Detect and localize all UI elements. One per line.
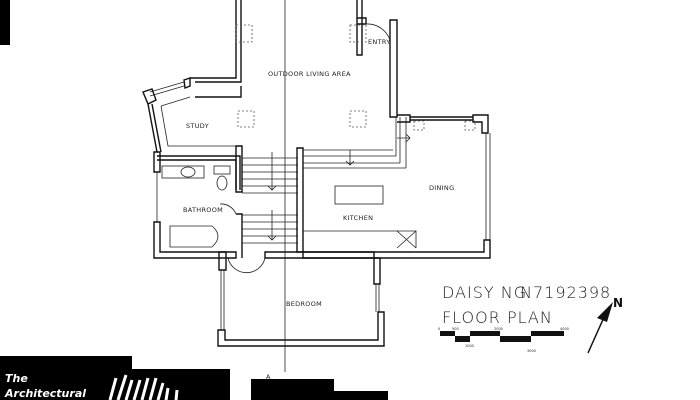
drawing-title: FLOOR PLAN bbox=[442, 308, 553, 327]
corner-bar bbox=[0, 0, 10, 45]
watermark-line1: The bbox=[5, 372, 28, 385]
student-id: N7192398 bbox=[520, 283, 611, 302]
room-label-bathroom: BATHROOM bbox=[183, 206, 223, 214]
scale-segment bbox=[440, 331, 455, 336]
scale-label: 0 bbox=[438, 327, 440, 331]
north-label: N bbox=[613, 296, 623, 310]
room-label-outdoor: OUTDOOR LIVING AREA bbox=[268, 70, 351, 78]
kitchen-dining-walls bbox=[302, 114, 491, 259]
study-walls bbox=[142, 77, 240, 173]
watermark-stripes bbox=[108, 374, 179, 400]
stairs bbox=[242, 147, 304, 253]
scale-label: 500 bbox=[452, 327, 459, 331]
column-footprint bbox=[237, 110, 255, 128]
room-label-dining: DINING bbox=[429, 184, 454, 192]
column-footprint bbox=[349, 24, 367, 43]
scale-label: 4000 bbox=[560, 327, 569, 331]
watermark-block bbox=[132, 369, 230, 400]
room-label-entry: ENTRY bbox=[368, 38, 391, 46]
author-name: DAISY NG bbox=[442, 283, 527, 302]
column-footprint bbox=[349, 110, 367, 128]
north-arrow-icon: N bbox=[587, 296, 623, 354]
column-footprint bbox=[235, 24, 253, 43]
scale-label: 1000 bbox=[465, 344, 474, 348]
bedroom-walls bbox=[217, 251, 385, 347]
scale-segment bbox=[500, 336, 531, 342]
scale-label: 3000 bbox=[527, 349, 536, 353]
room-label-bedroom: BEDROOM bbox=[286, 300, 322, 308]
scale-segment bbox=[455, 336, 470, 342]
watermark-block bbox=[0, 356, 132, 400]
scale-label: 2000 bbox=[494, 327, 503, 331]
black-block bbox=[334, 391, 388, 400]
watermark-line2: Architectural bbox=[5, 387, 87, 400]
scale-bar: 0 500 2000 4000 1000 3000 bbox=[438, 327, 569, 353]
room-label-study: STUDY bbox=[186, 122, 209, 130]
bathroom-walls bbox=[153, 145, 243, 259]
room-label-kitchen: KITCHEN bbox=[343, 214, 373, 222]
scale-segment bbox=[470, 331, 500, 336]
section-marker: A bbox=[266, 373, 271, 381]
black-block bbox=[251, 379, 334, 400]
scale-segment bbox=[531, 331, 564, 336]
outdoor-walls bbox=[190, 0, 398, 118]
